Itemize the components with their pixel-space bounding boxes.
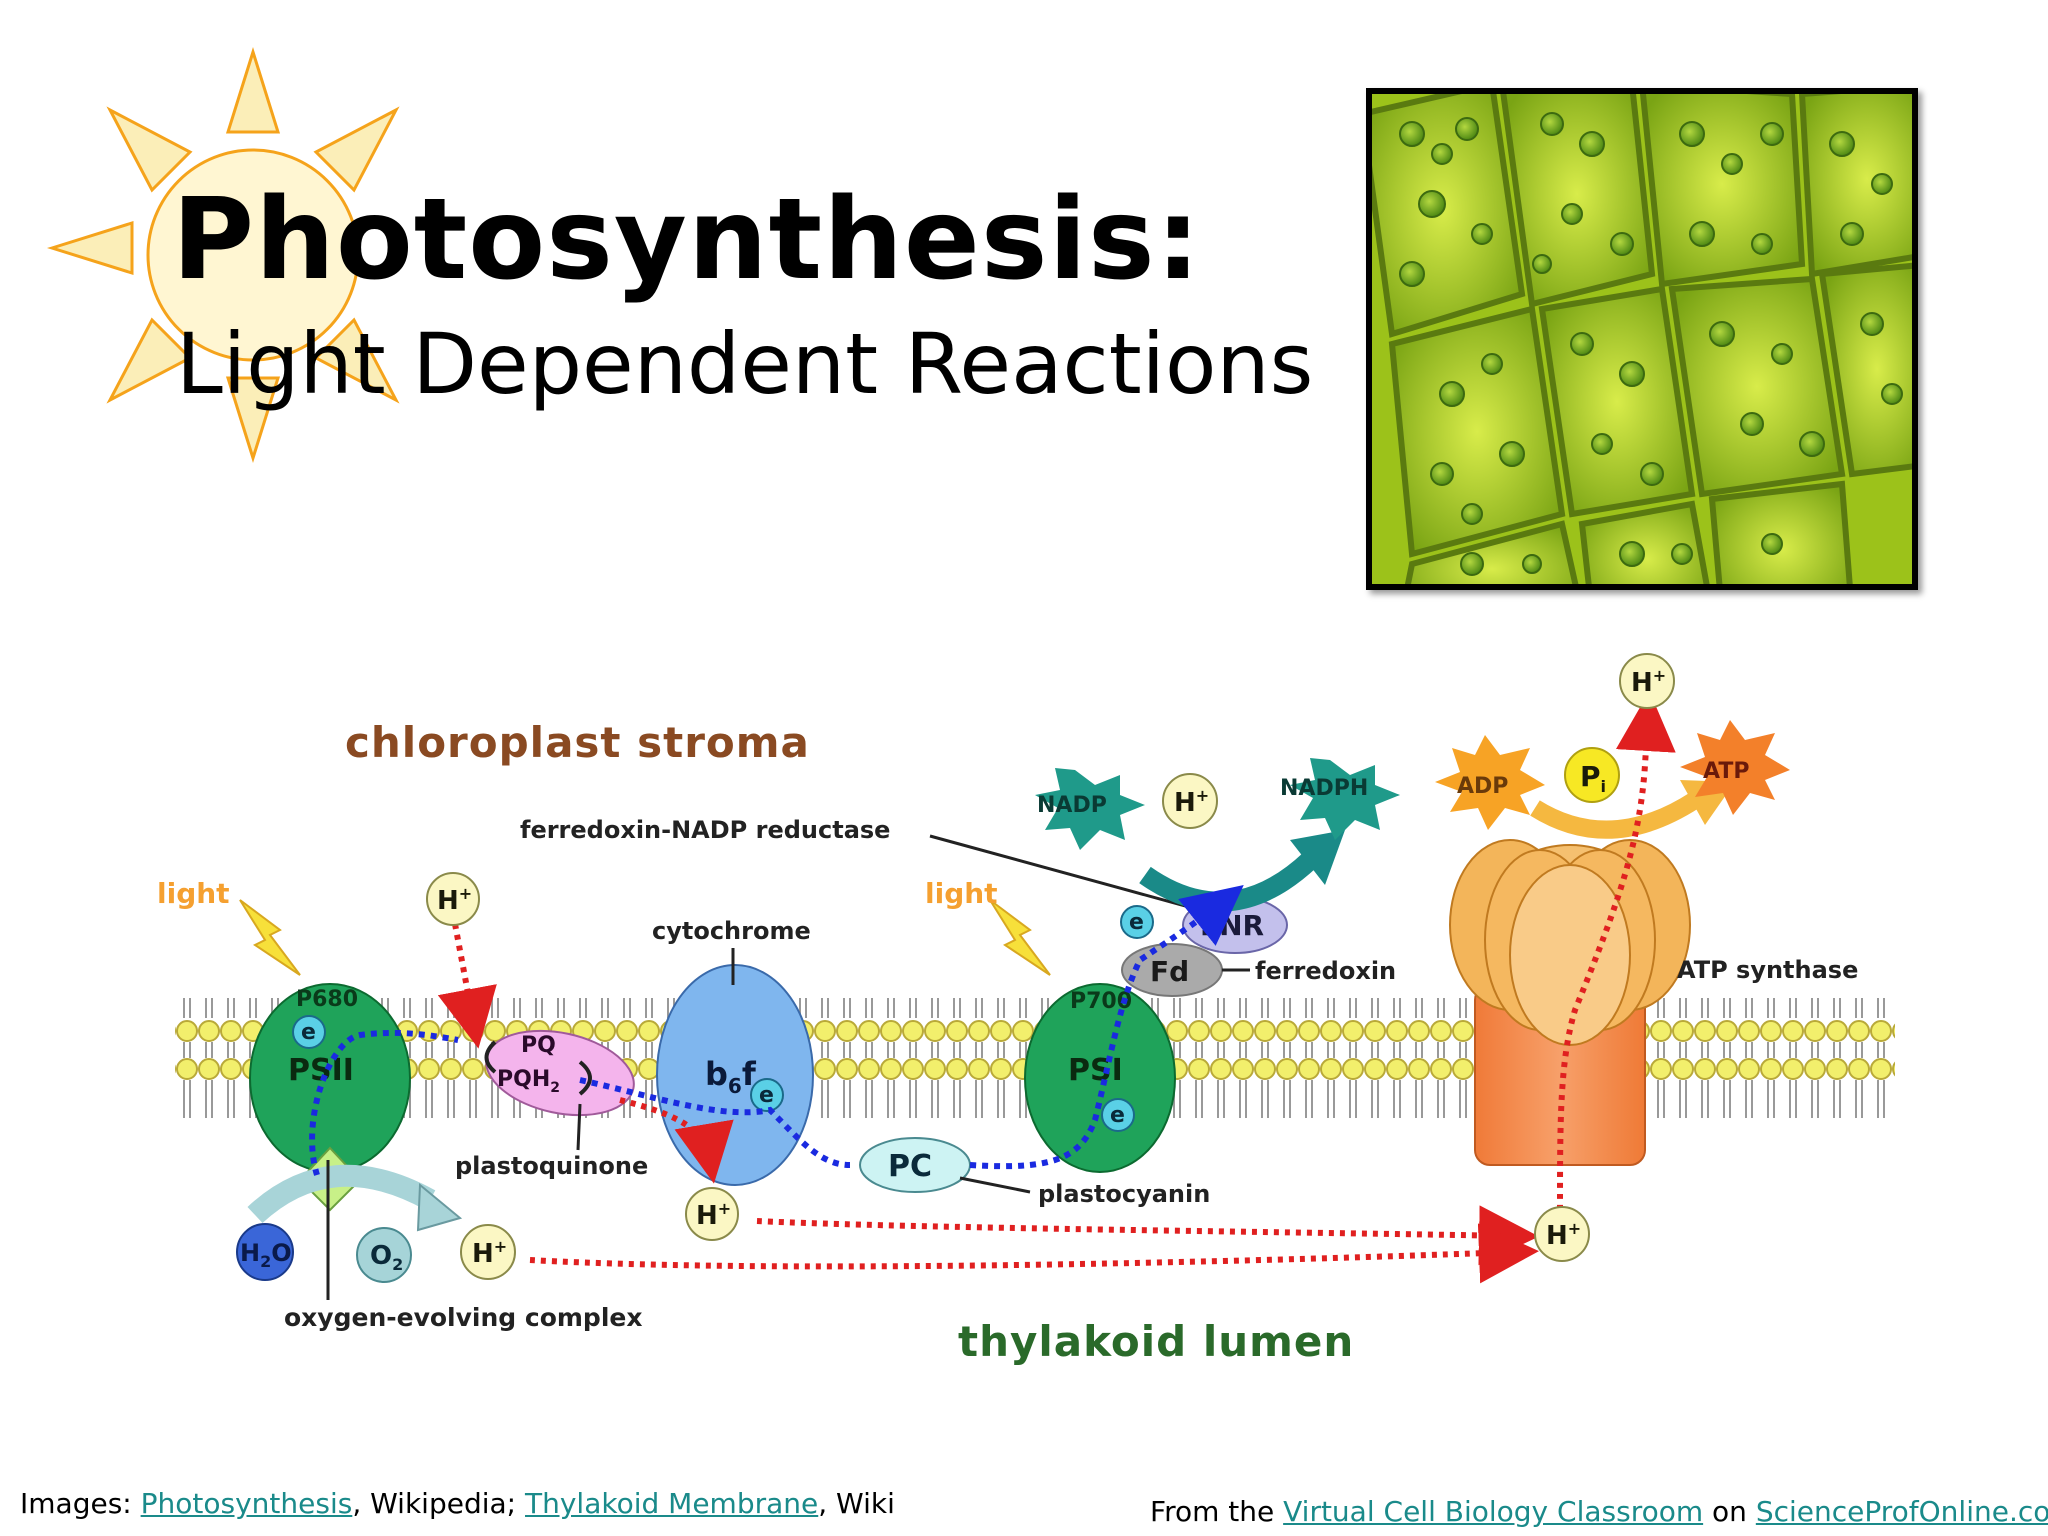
pc-label: PC [888, 1149, 932, 1184]
svg-text:O2: O2 [370, 1241, 403, 1274]
electron-psii: e [292, 1015, 326, 1049]
water-split-arrowhead [416, 1182, 463, 1232]
hplus-lumen-synthase: H+ [1534, 1206, 1590, 1262]
atp-synthase-head [1449, 839, 1691, 1046]
atp-formation-arrow [1530, 792, 1700, 839]
ferredoxin-label: ferredoxin [1255, 957, 1396, 985]
nadp-reduction-arrow [1139, 852, 1317, 912]
b6f-label: b6f [705, 1055, 757, 1098]
footer-right-mid: on [1703, 1495, 1756, 1528]
svg-text:Pi: Pi [1580, 760, 1606, 796]
adp-molecule: ADP [1435, 735, 1545, 830]
electron-psi: e [1101, 1098, 1135, 1132]
fnr-full-label: ferredoxin-NADP reductase [520, 816, 890, 844]
hplus-stroma-synthase: H+ [1619, 653, 1675, 709]
footer-credits-right: From the Virtual Cell Biology Classroom … [1150, 1495, 2048, 1528]
pq-cycle-arrow-right [578, 1060, 592, 1096]
svg-text:ATP: ATP [1703, 759, 1749, 784]
slide-subtitle: Light Dependent Reactions [176, 315, 1314, 413]
svg-text:H+: H+ [1631, 666, 1666, 698]
plastoquinone-label: plastoquinone [455, 1152, 648, 1180]
plastocyanin-pointer-line [959, 1176, 1031, 1194]
footer-left-mid: , Wikipedia; [352, 1487, 526, 1520]
footer-from-prefix: From the [1150, 1495, 1284, 1528]
svg-text:e: e [1110, 1103, 1125, 1128]
fd-label: Fd [1150, 955, 1189, 988]
plastoquinone-pointer-line [576, 1103, 582, 1151]
svg-text:ADP: ADP [1457, 774, 1508, 799]
footer-images-prefix: Images: [20, 1487, 141, 1520]
link-thylakoid-membrane[interactable]: Thylakoid Membrane [525, 1487, 819, 1520]
plant-cells-micrograph [1366, 88, 1918, 590]
hplus-lumen-oec: H+ [460, 1224, 516, 1280]
hplus-stroma-psii: H+ [426, 872, 480, 926]
atp-molecule: ATP [1680, 720, 1790, 815]
svg-text:e: e [759, 1083, 774, 1108]
pqh2-label: PQH2 [497, 1067, 560, 1096]
electron-fnr: e [1120, 905, 1154, 939]
svg-text:e: e [301, 1020, 316, 1045]
pi-molecule: Pi [1564, 747, 1620, 803]
proton-path-through-synthase [1557, 691, 1676, 1211]
psi-label: PSI [1068, 1053, 1123, 1088]
proton-path-lumen-to-synthase [756, 1205, 1539, 1266]
svg-text:NADP: NADP [1037, 793, 1107, 818]
thylakoid-diagram: chloroplast stroma thylakoid lumen light… [157, 653, 1895, 1366]
proton-path-pq-to-lumen [619, 1097, 734, 1184]
sun-icon [46, 46, 400, 464]
o2-molecule: O2 [356, 1227, 412, 1283]
light-label-psi: light [925, 877, 998, 910]
region-stroma-label: chloroplast stroma [345, 718, 810, 767]
nadp-reduction-arrowhead [1290, 830, 1345, 885]
electron-transport-path [309, 900, 1225, 1176]
fnr-pointer-line [929, 834, 1201, 912]
hplus-fnr: H+ [1162, 773, 1218, 829]
nadph-molecule: NADPH [1280, 758, 1400, 840]
electron-b6f: e [750, 1078, 784, 1112]
proton-path-oec-to-synthase [529, 1223, 1539, 1284]
region-lumen-label: thylakoid lumen [958, 1317, 1354, 1366]
svg-text:H+: H+ [1546, 1219, 1581, 1251]
water-split-arrow [247, 1164, 436, 1224]
hplus-lumen-pq: H+ [685, 1187, 739, 1241]
svg-text:NADPH: NADPH [1280, 776, 1368, 801]
plastocyanin-label: plastocyanin [1038, 1180, 1210, 1208]
slide-title: Photosynthesis: [172, 175, 1202, 305]
svg-text:H+: H+ [437, 884, 472, 916]
psi-complex [1024, 983, 1176, 1173]
link-scienceprofonline[interactable]: ScienceProfOnline.com [1755, 1495, 2048, 1528]
footer-credits-left: Images: Photosynthesis, Wikipedia; Thyla… [20, 1487, 895, 1520]
svg-text:H2O: H2O [240, 1239, 292, 1271]
fnr-label: FNR [1200, 909, 1264, 942]
svg-text:H+: H+ [1174, 786, 1209, 818]
p680-label: P680 [296, 987, 358, 1012]
svg-text:H+: H+ [696, 1199, 731, 1231]
svg-text:e: e [1129, 910, 1144, 935]
light-label-psii: light [157, 877, 230, 910]
atp-synthase-label: ATP synthase [1677, 956, 1858, 984]
link-photosynthesis[interactable]: Photosynthesis [140, 1487, 353, 1520]
nadp-molecule: NADP [1035, 768, 1145, 850]
light-bolt-icon [239, 899, 1051, 976]
psii-label: PSII [288, 1053, 354, 1088]
h2o-molecule: H2O [236, 1223, 294, 1281]
svg-text:H+: H+ [472, 1237, 507, 1269]
link-virtual-cell-biology-classroom[interactable]: Virtual Cell Biology Classroom [1283, 1495, 1704, 1528]
cytochrome-label: cytochrome [652, 917, 811, 945]
oec-label: oxygen-evolving complex [284, 1303, 642, 1332]
pq-label: PQ [521, 1033, 556, 1058]
footer-left-suffix: , Wiki [818, 1487, 895, 1520]
